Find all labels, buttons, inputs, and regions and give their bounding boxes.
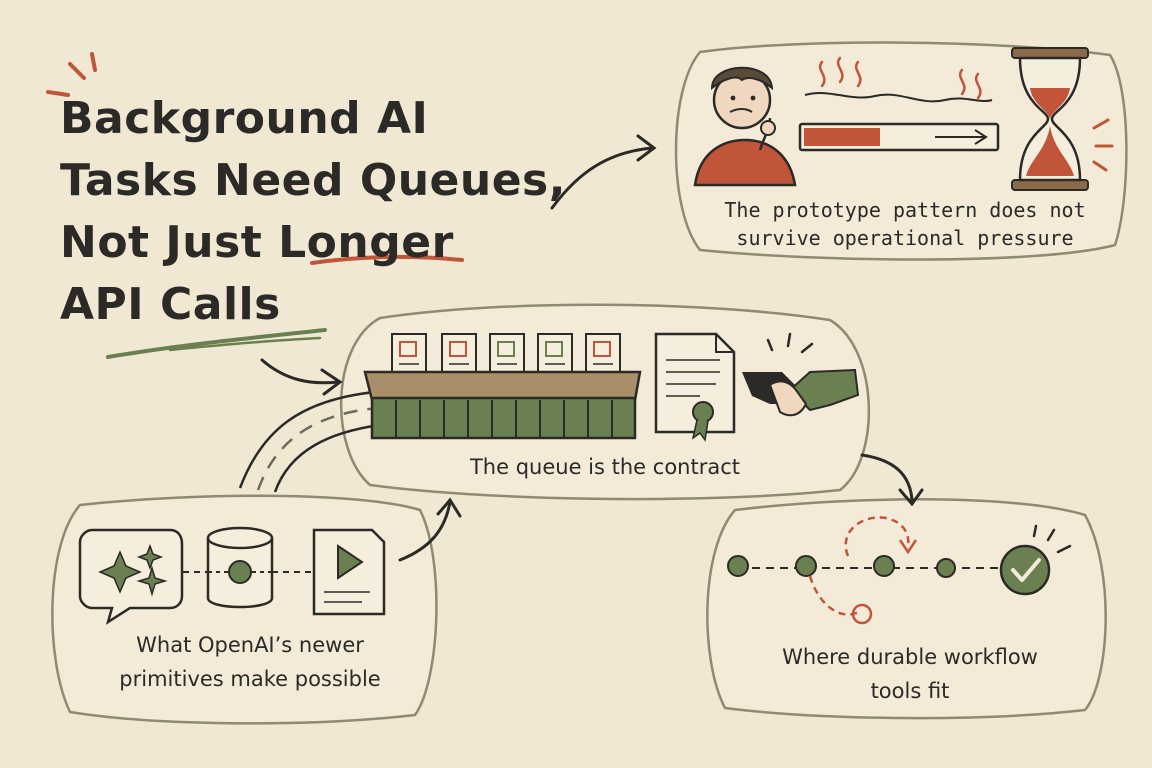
workflow-caption-line-2: tools fit	[870, 679, 950, 703]
headline-line-2: Tasks Need Queues,	[60, 155, 566, 206]
contract-document-icon	[654, 332, 736, 442]
headline-line-4: API Calls	[60, 279, 281, 330]
headline-line-3: Not Just Longer	[60, 217, 454, 268]
arrow-primitives-to-queue	[398, 497, 462, 562]
database-icon	[206, 526, 274, 609]
arrow-to-queue	[260, 358, 343, 396]
headline: Background AI Tasks Need Queues, Not Jus…	[60, 88, 580, 336]
pressure-caption-line-1: The prototype pattern does not	[724, 198, 1086, 222]
queue-tray	[363, 370, 642, 440]
road-path	[238, 390, 381, 493]
handshake-icon	[742, 332, 860, 417]
heat-wave-icon	[818, 56, 982, 100]
workflow-caption: Where durable workflow tools fit	[725, 640, 1095, 708]
primitives-caption: What OpenAI’s newer primitives make poss…	[70, 628, 430, 696]
workflow-steps	[727, 516, 1005, 625]
title-underline-2	[168, 336, 322, 352]
wavy-signal-line	[804, 91, 993, 103]
headline-line-1: Background AI	[60, 93, 429, 144]
progress-bar	[798, 122, 1000, 152]
primitives-caption-line-1: What OpenAI’s newer	[136, 633, 364, 657]
title-underline	[106, 328, 327, 359]
workflow-caption-line-1: Where durable workflow	[782, 645, 1038, 669]
check-complete-icon	[999, 524, 1072, 596]
pressure-caption-line-2: survive operational pressure	[736, 226, 1074, 250]
pressure-caption: The prototype pattern does not survive o…	[690, 196, 1120, 252]
ai-sparkle-chat-icon	[78, 528, 184, 625]
longer-underline	[310, 254, 464, 265]
arrow-queue-to-workflow	[860, 453, 924, 507]
primitives-caption-line-2: primitives make possible	[119, 667, 381, 691]
title-spark-marks	[46, 52, 97, 97]
worried-person-icon	[693, 66, 797, 187]
play-document-icon	[312, 528, 386, 616]
arrow-to-pressure	[550, 134, 657, 210]
queue-caption: The queue is the contract	[390, 450, 820, 484]
queue-caption-line: The queue is the contract	[469, 455, 740, 479]
hourglass-icon	[1011, 47, 1114, 191]
